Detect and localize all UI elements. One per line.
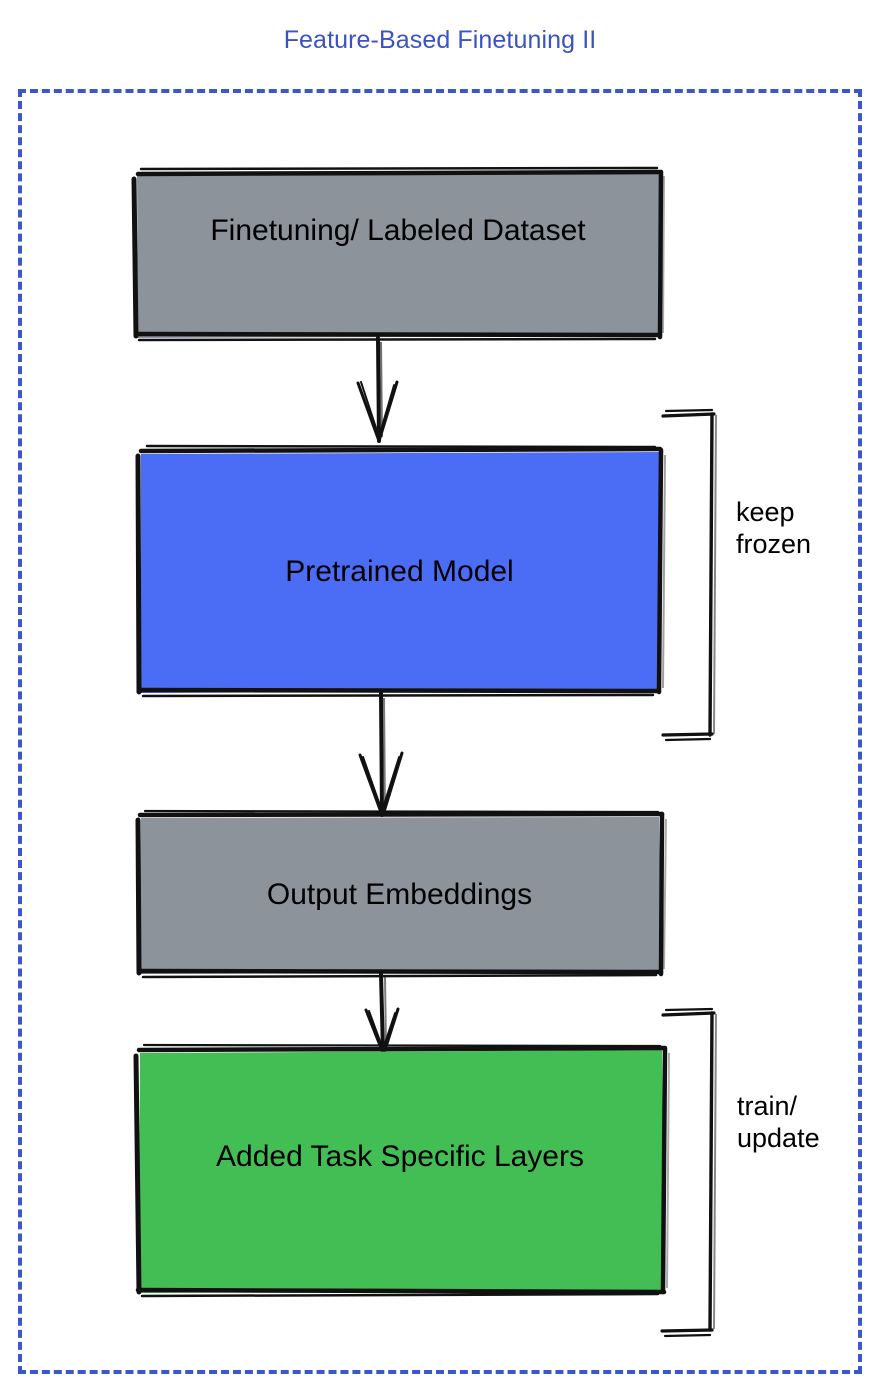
node-label-dataset: Finetuning/ Labeled Dataset	[210, 214, 586, 247]
annotation-train-update-line2: update	[737, 1123, 820, 1154]
annotation-train-update-line1: train/	[737, 1091, 798, 1121]
node-tasklayers[interactable]: Added Task Specific Layers	[136, 1048, 664, 1295]
annotation-keep-frozen-line2: frozen	[736, 529, 812, 560]
node-label-pretrained: Pretrained Model	[285, 555, 514, 589]
node-label-tasklayers: Added Task Specific Layers	[216, 1140, 584, 1174]
annotation-keep-frozen: keep frozen	[736, 496, 811, 561]
annotation-keep-frozen-line1: keep	[736, 497, 795, 527]
page-title: Feature-Based Finetuning II	[283, 26, 597, 54]
node-embeddings[interactable]: Output Embeddings	[139, 816, 660, 975]
outer-dashed-frame	[18, 89, 862, 1374]
annotation-train-update: train/ update	[737, 1090, 820, 1155]
node-label-embeddings: Output Embeddings	[266, 878, 533, 912]
node-dataset[interactable]: Finetuning/ Labeled Dataset	[136, 174, 660, 337]
node-pretrained[interactable]: Pretrained Model	[139, 451, 660, 694]
